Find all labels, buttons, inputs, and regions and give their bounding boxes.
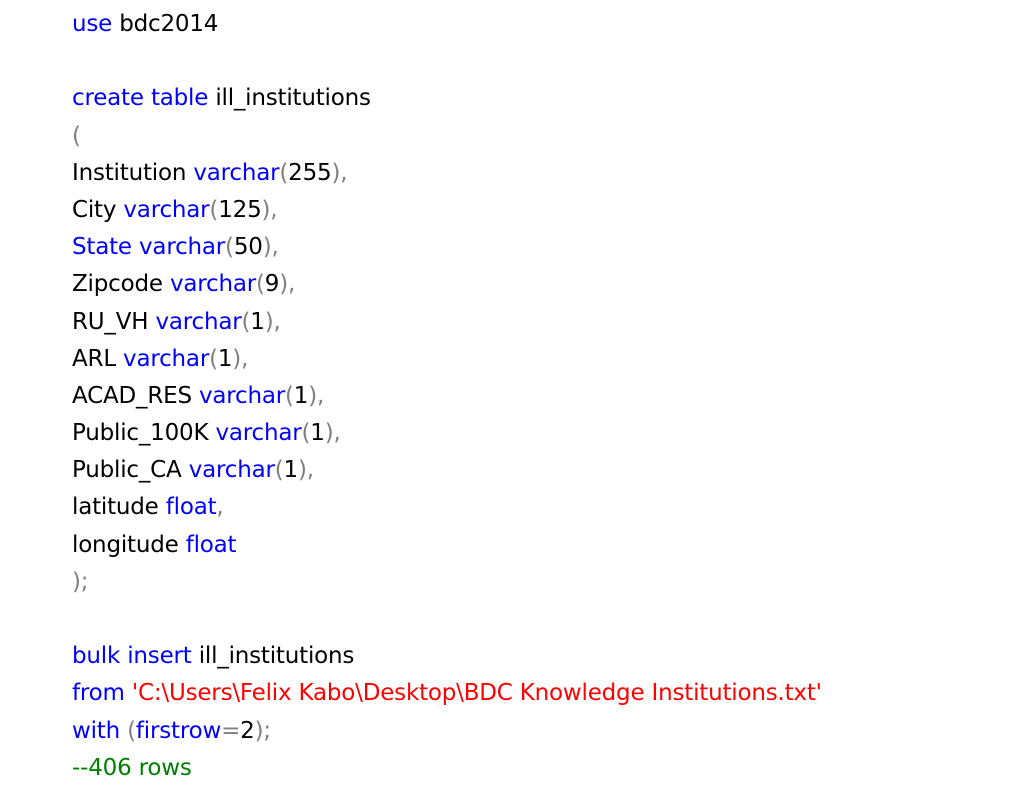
code-line: use bdc2014 <box>72 6 822 43</box>
keyword-token: firstrow <box>135 717 222 744</box>
code-line: with (firstrow=2); <box>72 713 822 750</box>
number-token: 2 <box>240 717 255 744</box>
keyword-token: varchar <box>193 159 280 186</box>
string-token: 'C:\Users\Felix Kabo\Desktop\BDC Knowled… <box>131 680 822 707</box>
code-line: ​ <box>72 43 822 80</box>
punctuation-token: ), <box>308 382 325 409</box>
identifier-token <box>125 680 132 706</box>
punctuation-token: ); <box>72 568 89 595</box>
identifier-token: bdc2014 <box>112 11 219 37</box>
code-line: --406 rows <box>72 750 822 787</box>
identifier-token <box>144 85 151 111</box>
keyword-token: varchar <box>215 420 302 447</box>
punctuation-token: ), <box>232 345 249 372</box>
punctuation-token: ), <box>297 457 314 484</box>
punctuation-token: ), <box>264 308 281 335</box>
code-line: create table ill_institutions <box>72 80 822 117</box>
identifier-token: City <box>72 196 124 223</box>
keyword-token: insert <box>127 643 192 670</box>
keyword-token: with <box>72 717 120 744</box>
identifier-token: longitude <box>72 531 186 558</box>
keyword-token: table <box>150 85 209 112</box>
keyword-token: varchar <box>169 271 256 298</box>
keyword-token: use <box>72 11 113 37</box>
keyword-token: varchar <box>188 457 275 484</box>
code-line: Public_100K varchar(1), <box>72 415 822 452</box>
code-line: latitude float, <box>72 489 822 526</box>
keyword-token: varchar <box>123 196 210 223</box>
punctuation-token: ), <box>279 271 296 298</box>
number-token: 1 <box>217 345 233 372</box>
punctuation-token: ( <box>209 345 218 372</box>
punctuation-token: ( <box>127 717 136 744</box>
keyword-token: varchar <box>123 345 210 372</box>
identifier-token: latitude <box>72 494 166 521</box>
punctuation-token: ( <box>274 457 284 484</box>
identifier-token: RU_VH <box>72 308 156 335</box>
sql-code-block: use bdc2014​create table ill_institution… <box>72 6 822 787</box>
number-token: 255 <box>288 159 332 186</box>
number-token: 50 <box>233 234 263 261</box>
number-token: 1 <box>283 457 299 484</box>
code-line: Institution varchar(255), <box>72 155 822 192</box>
punctuation-token: ( <box>301 420 311 447</box>
punctuation-token: ); <box>254 717 272 744</box>
identifier-token: Zipcode <box>72 271 170 298</box>
punctuation-token: ( <box>72 122 81 149</box>
keyword-token: varchar <box>198 382 285 409</box>
keyword-token: float <box>165 494 217 521</box>
keyword-token: State <box>72 234 132 261</box>
number-token: 9 <box>264 271 280 298</box>
keyword-token: float <box>185 531 237 558</box>
comment-token: --406 rows <box>72 754 192 781</box>
code-line: bulk insert ill_institutions <box>72 638 822 675</box>
code-line: Zipcode varchar(9), <box>72 266 822 303</box>
code-line: RU_VH varchar(1), <box>72 304 822 341</box>
punctuation-token: ( <box>241 308 251 335</box>
code-line: from 'C:\Users\Felix Kabo\Desktop\BDC Kn… <box>72 675 822 712</box>
number-token: 1 <box>250 308 265 335</box>
identifier-token: ACAD_RES <box>72 382 199 409</box>
keyword-token: create <box>72 85 144 112</box>
keyword-token: varchar <box>155 308 242 335</box>
punctuation-token: ), <box>261 196 278 223</box>
number-token: 1 <box>293 382 309 409</box>
identifier-token: ill_institutions <box>191 643 355 670</box>
punctuation-token: ( <box>209 196 219 223</box>
punctuation-token: ( <box>225 234 234 261</box>
punctuation-token: ( <box>285 382 294 409</box>
punctuation-token: ( <box>255 271 265 298</box>
identifier-token: Institution <box>72 159 194 186</box>
identifier-token <box>132 234 139 260</box>
code-line: ( <box>72 118 822 155</box>
code-line: ARL varchar(1), <box>72 341 822 378</box>
keyword-token: from <box>72 680 125 707</box>
punctuation-token: ), <box>324 420 341 447</box>
code-line: ); <box>72 564 822 601</box>
punctuation-token: = <box>221 717 241 744</box>
number-token: 125 <box>218 196 262 223</box>
keyword-token: bulk <box>72 643 121 670</box>
identifier-token: ill_institutions <box>208 85 371 112</box>
code-line: State varchar(50), <box>72 229 822 266</box>
identifier-token: ARL <box>72 345 124 372</box>
code-line: City varchar(125), <box>72 192 822 229</box>
punctuation-token: ), <box>331 159 348 186</box>
code-line: Public_CA varchar(1), <box>72 452 822 489</box>
keyword-token: varchar <box>139 234 226 261</box>
punctuation-token: , <box>216 494 224 521</box>
code-line: longitude float <box>72 527 822 564</box>
identifier-token: Public_CA <box>72 457 189 484</box>
punctuation-token: ), <box>262 234 279 261</box>
code-line: ACAD_RES varchar(1), <box>72 378 822 415</box>
identifier-token: Public_100K <box>72 420 216 447</box>
punctuation-token: ( <box>279 159 289 186</box>
number-token: 1 <box>310 420 325 447</box>
code-line: ​ <box>72 601 822 638</box>
